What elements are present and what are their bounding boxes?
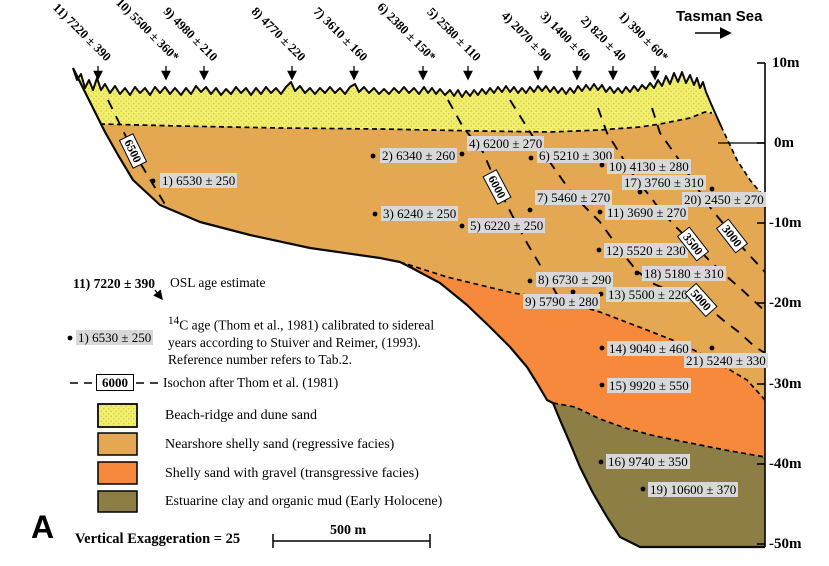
sample-dot (599, 382, 605, 388)
dune-base-boundary (99, 111, 713, 133)
legend-c14-superscript: 14 (168, 315, 180, 327)
legend-sample-dot (67, 335, 73, 341)
axis-tick-label: -30m (769, 376, 802, 392)
legend-osl-example: 11) 7220 ± 390 (73, 276, 156, 291)
age-label: 6) 5210 ± 300 (537, 148, 615, 163)
legend-c14-example: 1) 6530 ± 250 (76, 330, 154, 345)
sample-dot (527, 278, 533, 284)
sample-dot (640, 486, 646, 492)
sample-dot (637, 189, 643, 195)
vertical-exaggeration-label: Vertical Exaggeration = 25 (75, 531, 241, 547)
isochron-5000-line (509, 99, 766, 354)
scale-bar-label: 500 m (330, 523, 367, 538)
sample-dot (599, 162, 605, 168)
age-label: 8) 6730 ± 290 (536, 272, 614, 287)
age-label: 17) 3760 ± 310 (622, 175, 706, 190)
age-label: 11) 3690 ± 270 (605, 205, 689, 220)
legend-osl-arrow (153, 289, 163, 301)
legend-c14-line1: C age (Thom et al., 1981) calibrated to … (179, 317, 435, 333)
sample-dot (370, 153, 376, 159)
legend-c14-text: 14C age (Thom et al., 1981) calibrated t… (168, 313, 468, 368)
age-label: 16) 9740 ± 350 (606, 454, 690, 469)
sample-dot (599, 345, 605, 351)
age-label: 2) 6340 ± 260 (380, 148, 458, 163)
basin-outline (72, 67, 765, 549)
isochron-3000-line (651, 107, 766, 273)
age-label: 7) 5460 ± 270 (535, 190, 613, 205)
swatch-gravel-sand (97, 461, 138, 485)
swatch-estuarine-clay (97, 490, 138, 513)
age-label: 13) 5500 ± 220 (606, 287, 690, 302)
age-label: 14) 9040 ± 460 (607, 341, 691, 356)
estuarine-clay-layer (553, 403, 765, 546)
scale-bar (272, 534, 431, 548)
axis-tick-label: 10m (772, 55, 800, 71)
axis-tick-label: -20m (769, 295, 802, 311)
sample-dot (709, 345, 715, 351)
age-label: 9) 5790 ± 280 (523, 294, 601, 309)
age-label: 19) 10600 ± 370 (648, 482, 739, 497)
sample-dot (459, 151, 465, 157)
regressive-transgressive-boundary (399, 261, 766, 401)
legend-isochron-box: 6000 (96, 374, 134, 391)
sample-dot (527, 207, 533, 213)
age-label: 21) 5240 ± 330 (684, 353, 768, 368)
sea-label: Tasman Sea (676, 8, 763, 25)
facies-label-gravel-sand: Shelly sand with gravel (transgressive f… (165, 466, 419, 481)
sample-dot (459, 223, 465, 229)
axis-tick-label: 0m (774, 135, 794, 151)
age-label: 15) 9920 ± 550 (607, 378, 691, 393)
facies-label-nearshore-sand: Nearshore shelly sand (regressive facies… (165, 437, 395, 452)
swatch-nearshore-sand (97, 432, 138, 456)
gravel-sand-layer (400, 262, 765, 457)
sample-dot (372, 211, 378, 217)
age-label: 10) 4130 ± 280 (607, 159, 691, 174)
age-label: 20) 2450 ± 270 (682, 192, 766, 207)
dune-sand-texture (73, 68, 714, 132)
age-label: 12) 5520 ± 230 (604, 243, 688, 258)
nearshore-sand-layer (100, 112, 765, 400)
sample-dot (150, 178, 156, 184)
legend-isochron-text: Isochon after Thom et al. (1981) (163, 375, 339, 390)
sample-dot (528, 155, 534, 161)
age-label: 18) 5180 ± 310 (642, 266, 726, 281)
age-label: 5) 6220 ± 250 (468, 218, 546, 233)
facies-label-estuarine-clay: Estuarine clay and organic mud (Early Ho… (165, 494, 443, 509)
sample-dot (634, 270, 640, 276)
axis-tick-label: -40m (769, 456, 802, 472)
legend-c14-line2: years according to Stuiver and Reimer, (… (168, 334, 421, 350)
facies-swatches (97, 403, 138, 513)
sample-dot (596, 247, 602, 253)
sample-dot (709, 186, 715, 192)
sample-dot (597, 209, 603, 215)
sample-dot (570, 289, 576, 295)
legend-osl-text: OSL age estimate (170, 275, 266, 290)
axis-tick-label: -10m (769, 215, 802, 231)
legend-c14-line3: Reference number refers to Tab.2. (168, 351, 352, 367)
topographic-surface (72, 67, 722, 127)
axis-tick-label: -50m (769, 536, 802, 552)
isochron-3500-line (597, 107, 766, 312)
age-label: 4) 6200 ± 270 (467, 136, 545, 151)
age-label: 1) 6530 ± 250 (160, 173, 238, 188)
sample-dots (150, 151, 715, 492)
facies-label-dune-sand: Beach-ridge and dune sand (165, 408, 317, 423)
sample-dot (598, 459, 604, 465)
surface-age-arrows (93, 66, 660, 81)
swatch-dune-sand-texture (97, 403, 138, 428)
age-label: 3) 6240 ± 250 (381, 206, 459, 221)
isochron-6000-line (447, 99, 564, 306)
transgressive-estuarine-boundary (552, 402, 766, 458)
panel-label: A (31, 509, 55, 545)
